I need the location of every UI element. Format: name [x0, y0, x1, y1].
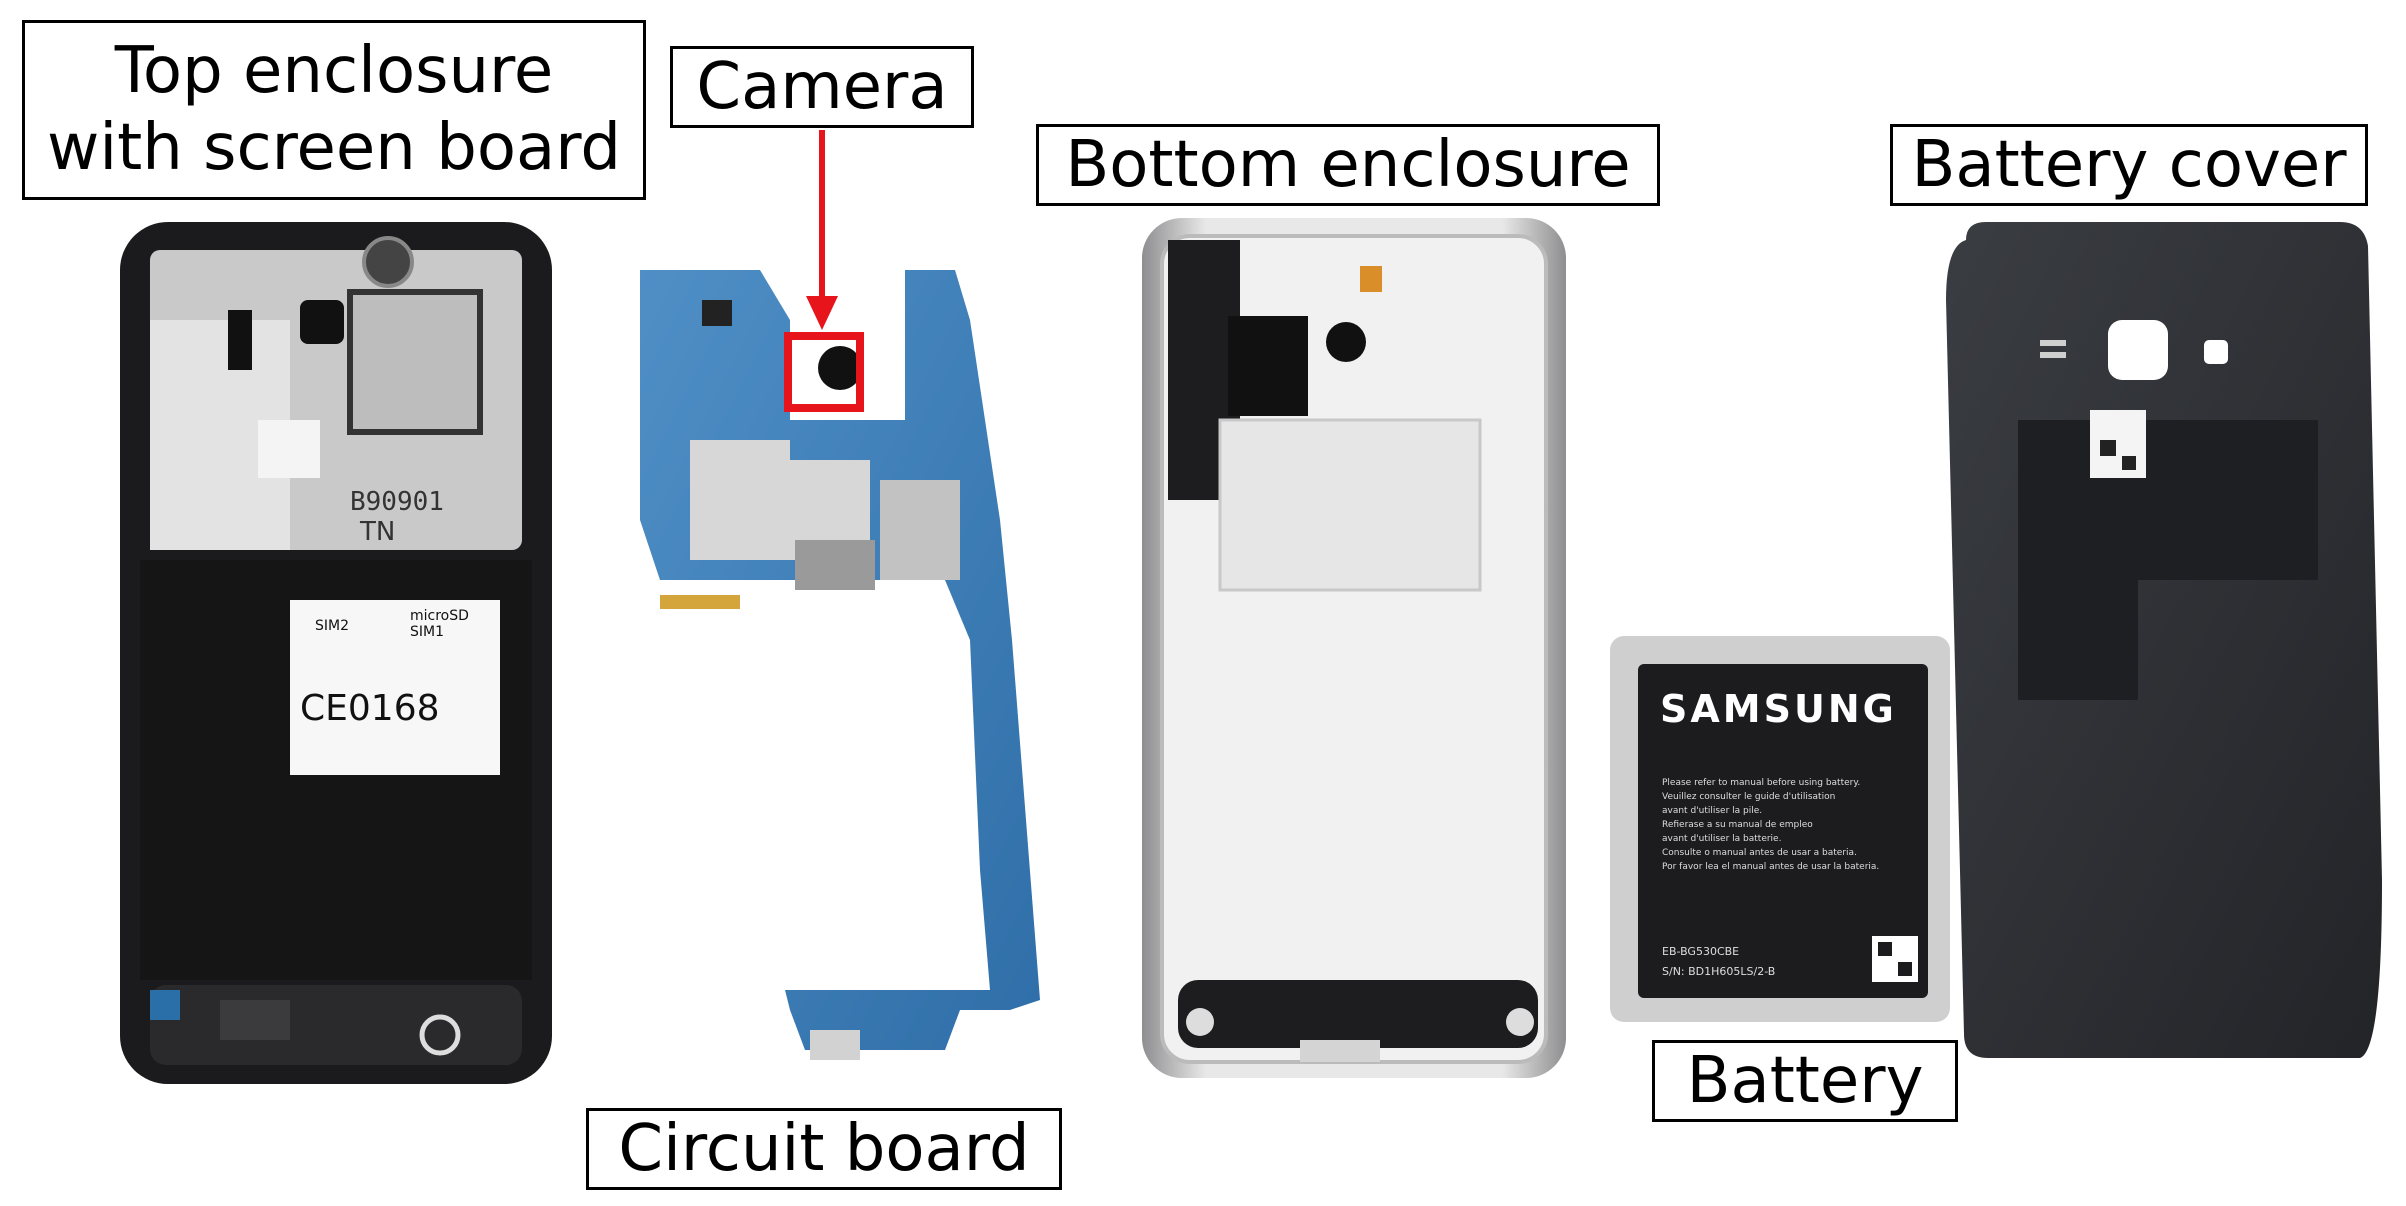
sim1-text: SIM1 — [410, 624, 444, 640]
tn-text: TN — [359, 517, 395, 547]
label-bottom-enclosure: Bottom enclosure — [1036, 124, 1660, 206]
label-top-enclosure-line1: Top enclosure — [114, 34, 554, 109]
label-camera: Camera — [670, 46, 974, 128]
sim2-text: SIM2 — [315, 618, 349, 634]
camera-highlight-box — [784, 332, 864, 412]
microsd-text: microSD — [410, 608, 469, 624]
circuit-board — [640, 270, 1040, 1060]
battery: SAMSUNG Please refer to manual before us… — [1610, 636, 1950, 1022]
label-circuit-board: Circuit board — [586, 1108, 1062, 1190]
battery-serial-text: S/N: BD1H605LS/2-B — [1662, 965, 1775, 978]
stamp-text: B90901 — [350, 487, 444, 517]
label-top-enclosure-line2: with screen board — [46, 111, 622, 185]
battery-warning-line-1: Please refer to manual before using batt… — [1662, 778, 1860, 788]
battery-brand-text: SAMSUNG — [1660, 687, 1897, 731]
label-battery-cover: Battery cover — [1890, 124, 2368, 206]
camera-arrow-head — [806, 296, 838, 330]
label-top-enclosure: Top enclosure with screen board — [22, 20, 646, 200]
label-battery: Battery — [1652, 1040, 1958, 1122]
battery-warning-line-6: Consulte o manual antes de usar a bateri… — [1662, 848, 1857, 858]
bottom-enclosure — [1142, 218, 1566, 1078]
cover-qr-sticker — [2090, 410, 2146, 478]
battery-model-text: EB-BG530CBE — [1662, 945, 1739, 958]
battery-warning-line-2: Veuillez consulter le guide d'utilisatio… — [1662, 792, 1835, 802]
battery-warning-line-3: avant d'utiliser la pile. — [1662, 806, 1762, 816]
top-enclosure: CE0168 SIM2 microSD SIM1 B90901 TN — [120, 222, 552, 1084]
ce-mark-text: CE0168 — [300, 688, 440, 729]
battery-warning-line-5: avant d'utiliser la batterie. — [1662, 834, 1781, 844]
battery-warning-line-7: Por favor lea el manual antes de usar la… — [1662, 862, 1879, 872]
battery-warning-line-4: Refierase a su manual de empleo — [1662, 820, 1813, 830]
battery-cover — [1946, 222, 2382, 1058]
